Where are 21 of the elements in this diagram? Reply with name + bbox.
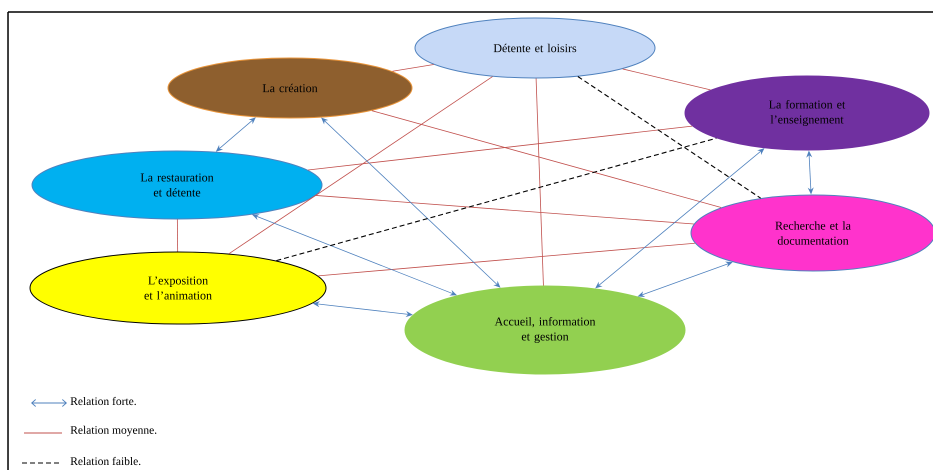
connector-line [622, 68, 711, 90]
ellipse-node: La restauration et détente [32, 150, 322, 220]
dashed-line [578, 76, 761, 199]
ellipse-node: Recherche et la documentation [690, 194, 933, 272]
legend-text: Relation faible. [70, 456, 140, 466]
legend-text: Relation moyenne. [70, 426, 156, 436]
legend-text: Relation forte. [70, 396, 136, 406]
ellipse-node: Accueil, information et gestion [404, 286, 686, 374]
connector-line [176, 219, 178, 252]
ellipse-node: La formation et l’enseignement [684, 76, 930, 150]
dashed-line [276, 138, 716, 262]
connector-line [228, 76, 493, 254]
connector-line [318, 242, 696, 276]
ellipse-node: Détente et loisirs [414, 18, 656, 78]
connector-line [308, 126, 693, 170]
connector-line [371, 110, 722, 208]
connector-line [392, 64, 434, 72]
connector-line [536, 78, 544, 286]
ellipse-node: La création [168, 58, 412, 118]
connector-line [315, 195, 694, 224]
ellipse-node: L’exposition et l’animation [30, 252, 326, 324]
